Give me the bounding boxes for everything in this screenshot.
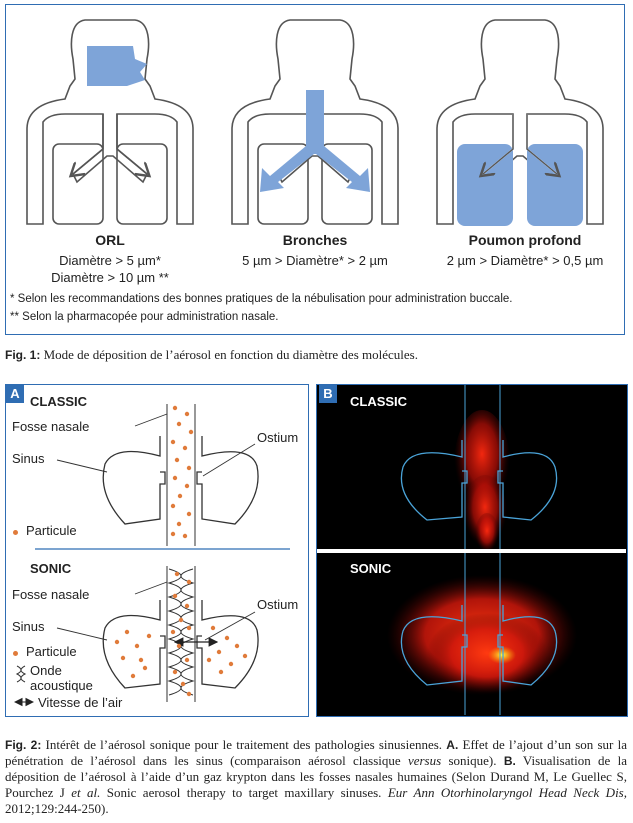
particle-dot: [206, 657, 212, 663]
caption-part: Sonic aerosol therapy to target maxillar…: [100, 785, 388, 800]
particle-dot: [176, 521, 182, 527]
particle-dot: [130, 673, 136, 679]
footnote-2: ** Selon la pharmacopée pour administrat…: [10, 311, 279, 323]
label-vitesse: Vitesse de l’air: [38, 695, 123, 710]
label-ostium-classic: Ostium: [257, 430, 299, 445]
particle-dot: [174, 571, 180, 577]
caption-part: 2012;129:244-250).: [5, 801, 109, 816]
particle-dot: [138, 657, 144, 663]
panel-title-orl: ORL: [95, 232, 125, 248]
caption-etal: et al.: [71, 785, 101, 800]
caption-part: sonique).: [441, 753, 504, 768]
caption-a-label: A.: [446, 738, 459, 752]
particle-dot: [186, 465, 192, 471]
particle-dot: [174, 457, 180, 463]
schema-classic-sonic: [13, 404, 290, 707]
label-classic-b: CLASSIC: [350, 394, 408, 409]
particle-dot: [172, 593, 178, 599]
particle-dot: [172, 475, 178, 481]
panel-sub-bronches: 5 µm > Diamètre* > 2 µm: [242, 253, 388, 268]
orl-figure: [26, 19, 194, 225]
figure2b-frame: [316, 384, 628, 717]
figure2a-frame: [5, 384, 309, 717]
particle-dot: [186, 691, 192, 697]
particle-dot: [170, 503, 176, 509]
particle-dot: [218, 669, 224, 675]
footnote-1: * Selon les recommandations des bonnes p…: [10, 293, 513, 305]
label-sonic-b: SONIC: [350, 561, 392, 576]
figure1-frame: [5, 4, 625, 335]
label-onde-2: acoustique: [30, 678, 93, 693]
particle-dot: [184, 603, 190, 609]
particle-dot: [170, 439, 176, 445]
particle-dot: [172, 405, 178, 411]
label-fosse-nasale-classic: Fosse nasale: [12, 419, 90, 434]
particle-dot: [177, 493, 183, 499]
label-sinus-sonic: Sinus: [12, 619, 45, 634]
label-particule-classic: Particule: [26, 523, 77, 538]
particle-dot: [176, 421, 182, 427]
particle-dot: [124, 629, 130, 635]
badge-a: A: [6, 385, 24, 403]
figure1-illustration: [26, 19, 604, 226]
figure2-caption-label: Fig. 2:: [5, 738, 42, 752]
figure1-caption: Fig. 1: Mode de déposition de l’aérosol …: [5, 347, 625, 363]
particle-dot: [184, 657, 190, 663]
label-onde-1: Onde: [30, 663, 62, 678]
particle-dot: [186, 511, 192, 517]
particle-dot: [228, 661, 234, 667]
particle-dot: [188, 429, 194, 435]
caption-versus: versus: [407, 753, 442, 768]
label-sinus-classic: Sinus: [12, 451, 45, 466]
particle-dot: [184, 483, 190, 489]
particle-dot: [176, 643, 182, 649]
label-particule-sonic: Particule: [26, 644, 77, 659]
particle-dot: [186, 625, 192, 631]
particle-dot: [178, 617, 184, 623]
badge-b: B: [319, 385, 337, 403]
poumon-profond-figure: [436, 19, 604, 226]
particle-dot: [210, 625, 216, 631]
particle-dot: [120, 655, 126, 661]
scintigraphy-images: [317, 385, 626, 715]
particle-dot: [170, 531, 176, 537]
particle-dot: [242, 653, 248, 659]
caption-part: Visualisation de la déposition de l’aéro…: [5, 753, 627, 800]
orl-line-1: Diamètre > 5 µm*: [59, 253, 161, 268]
bronches-figure: [231, 19, 399, 225]
particle-dot: [216, 649, 222, 655]
label-sonic-a: SONIC: [30, 561, 72, 576]
caption-b-label: B.: [503, 754, 516, 768]
label-classic-a: CLASSIC: [30, 394, 88, 409]
particle-dot: [142, 665, 148, 671]
figure2-caption: Fig. 2: Intérêt de l’aérosol sonique pou…: [5, 737, 627, 817]
particle-dot: [146, 633, 152, 639]
particle-dot: [170, 629, 176, 635]
figure1-caption-label: Fig. 1:: [5, 348, 41, 362]
caption-journal: Eur Ann Otorhinolaryngol Head Neck Dis,: [387, 785, 627, 800]
particle-dot: [182, 445, 188, 451]
particle-dot: [184, 411, 190, 417]
label-ostium-sonic: Ostium: [257, 597, 299, 612]
panel-title-poumon: Poumon profond: [468, 232, 582, 248]
particle-dot: [134, 643, 140, 649]
caption-part: Effet de l’ajout d’un son sur la pénétra…: [5, 737, 627, 768]
particle-dot: [234, 643, 240, 649]
label-fosse-nasale-sonic: Fosse nasale: [12, 587, 90, 602]
particle-dot: [182, 533, 188, 539]
particle-dot: [186, 579, 192, 585]
caption-part: Intérêt de l’aérosol sonique pour le tra…: [41, 737, 447, 752]
orl-line-2: Diamètre > 10 µm **: [51, 270, 169, 285]
particle-dot: [224, 635, 230, 641]
panel-sub-poumon: 2 µm > Diamètre* > 0,5 µm: [446, 253, 604, 268]
panel-sub-orl: Diamètre > 5 µm* Diamètre > 10 µm **: [20, 252, 200, 286]
particle-legend-dot-classic: [13, 530, 18, 535]
panel-title-bronches: Bronches: [282, 232, 348, 248]
particle-dot: [114, 639, 120, 645]
figure1-caption-text: Mode de déposition de l’aérosol en fonct…: [40, 347, 418, 362]
particle-legend-dot-sonic: [13, 651, 18, 656]
particle-dot: [180, 681, 186, 687]
particle-dot: [172, 669, 178, 675]
particle-dots: [114, 405, 248, 697]
